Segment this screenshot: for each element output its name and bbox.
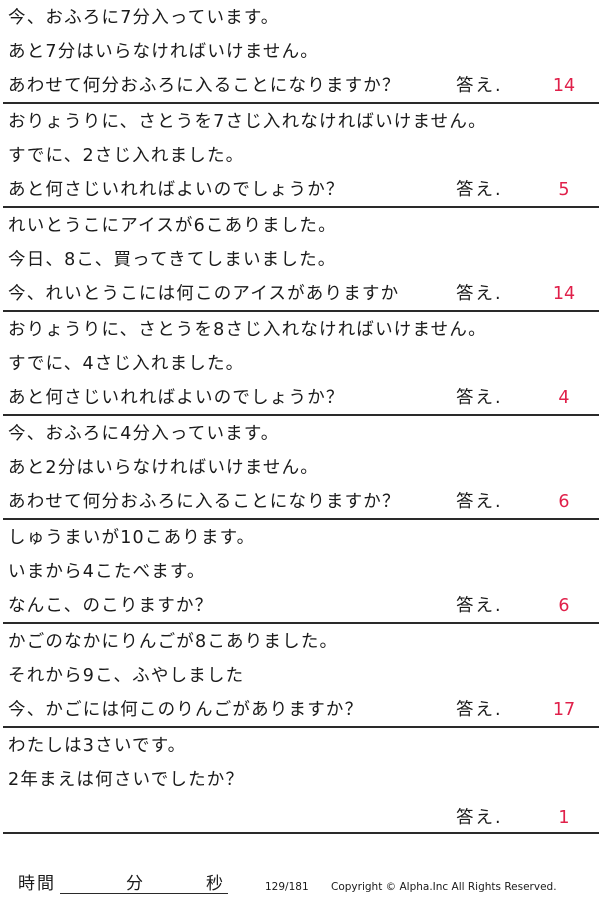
question-line: おりょうりに、さとうを7さじ入れなければいけません。 — [8, 112, 487, 132]
answer-label: 答え. — [456, 808, 503, 828]
question-line: 今、れいとうこには何このアイスがありますか — [8, 284, 400, 304]
answer-value: 5 — [558, 180, 570, 200]
answer-label: 答え. — [456, 596, 503, 616]
answer-label: 答え. — [456, 76, 503, 96]
question-line: 今、かごには何このりんごがありますか？ — [8, 700, 364, 720]
footer: 時間 分 秒 129/181 Copyright © Alpha.Inc All… — [0, 860, 600, 900]
question-line: あわせて何分おふろに入ることになりますか？ — [8, 492, 401, 512]
answer-label: 答え. — [456, 492, 503, 512]
answer-value: 1 — [558, 808, 570, 828]
question-line: あと2分はいらなければいけません。 — [8, 458, 320, 478]
page-number: 129/181 — [265, 881, 309, 893]
problem-4: おりょうりに、さとうを8さじ入れなければいけません。 すでに、4さじ入れました。… — [0, 312, 600, 416]
question-line: すでに、4さじ入れました。 — [8, 354, 245, 374]
time-entry-line — [60, 893, 228, 894]
question-line: あと何さじいれればよいのでしょうか？ — [8, 180, 345, 200]
divider — [3, 102, 599, 104]
problem-1: 今、おふろに7分入っています。 あと7分はいらなければいけません。 あわせて何分… — [0, 0, 600, 104]
question-line: それから9こ、ふやしました — [8, 666, 245, 686]
divider — [3, 206, 599, 208]
answer-value: 6 — [558, 492, 570, 512]
answer-value: 17 — [552, 700, 576, 720]
question-line: わたしは3さいです。 — [8, 736, 187, 756]
answer-value: 14 — [552, 76, 576, 96]
question-line: 今日、8こ、買ってきてしまいました。 — [8, 250, 337, 270]
question-line: あわせて何分おふろに入ることになりますか？ — [8, 76, 401, 96]
question-line: あと何さじいれればよいのでしょうか？ — [8, 388, 345, 408]
copyright-notice: Copyright © Alpha.Inc All Rights Reserve… — [331, 881, 557, 893]
question-line: れいとうこにアイスが6こありました。 — [8, 216, 337, 236]
answer-label: 答え. — [456, 180, 503, 200]
question-line: 今、おふろに4分入っています。 — [8, 424, 280, 444]
minutes-label: 分 — [126, 874, 143, 894]
problem-3: れいとうこにアイスが6こありました。 今日、8こ、買ってきてしまいました。 今、… — [0, 208, 600, 312]
answer-label: 答え. — [456, 284, 503, 304]
problem-5: 今、おふろに4分入っています。 あと2分はいらなければいけません。 あわせて何分… — [0, 416, 600, 520]
divider — [3, 310, 599, 312]
question-line: 2年まえは何さいでしたか？ — [8, 770, 245, 790]
answer-label: 答え. — [456, 700, 503, 720]
divider — [3, 414, 599, 416]
divider — [3, 726, 599, 728]
question-line: 今、おふろに7分入っています。 — [8, 8, 280, 28]
problem-8: わたしは3さいです。 2年まえは何さいでしたか？ 答え. 1 — [0, 728, 600, 834]
time-label: 時間 — [18, 874, 56, 894]
problem-2: おりょうりに、さとうを7さじ入れなければいけません。 すでに、2さじ入れました。… — [0, 104, 600, 208]
answer-value: 6 — [558, 596, 570, 616]
question-line: いまから4こたべます。 — [8, 562, 206, 582]
problem-7: かごのなかにりんごが8こありました。 それから9こ、ふやしました 今、かごには何… — [0, 624, 600, 728]
divider — [3, 832, 599, 834]
divider — [3, 622, 599, 624]
question-line: おりょうりに、さとうを8さじ入れなければいけません。 — [8, 320, 487, 340]
answer-value: 14 — [552, 284, 576, 304]
problem-list: 今、おふろに7分入っています。 あと7分はいらなければいけません。 あわせて何分… — [0, 0, 600, 834]
question-line: あと7分はいらなければいけません。 — [8, 42, 320, 62]
divider — [3, 518, 599, 520]
problem-6: しゅうまいが10こあります。 いまから4こたべます。 なんこ、のこりますか？ 答… — [0, 520, 600, 624]
seconds-label: 秒 — [206, 874, 223, 894]
question-line: なんこ、のこりますか？ — [8, 596, 214, 616]
question-line: すでに、2さじ入れました。 — [8, 146, 245, 166]
answer-value: 4 — [558, 388, 570, 408]
question-line: かごのなかにりんごが8こありました。 — [8, 632, 339, 652]
question-line: しゅうまいが10こあります。 — [8, 528, 256, 548]
answer-label: 答え. — [456, 388, 503, 408]
